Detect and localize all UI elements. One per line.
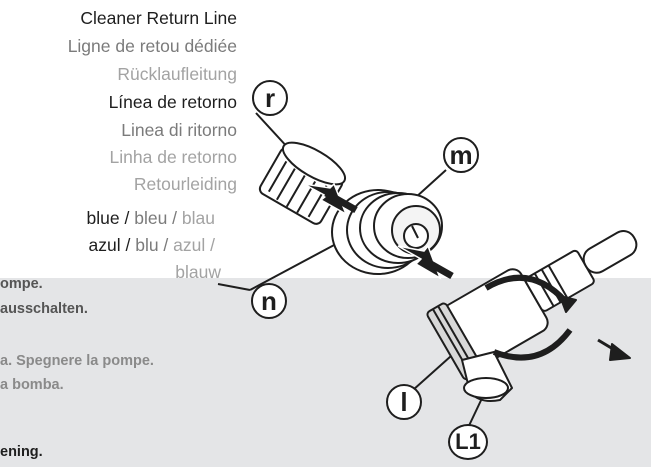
leader-n (249, 243, 337, 291)
instruction-fragment-4: a bomba. (0, 377, 64, 393)
arrow-to-fitting (397, 244, 442, 280)
label-nl: Retourleiding (133, 174, 237, 194)
callout-m: m (443, 137, 479, 173)
instruction-fragment-5: ening. (0, 444, 43, 460)
color-label-line1: blue / bleu / blau (86, 208, 215, 228)
elbow-base (461, 351, 513, 402)
label-fr: Ligne de retou dédiée (67, 36, 237, 56)
callout-n: n (251, 283, 287, 319)
label-en: Cleaner Return Line (80, 8, 237, 28)
color-label-line3: blauw (175, 262, 221, 282)
color-label-line2: azul / blu / azul / (88, 235, 215, 255)
instruction-fragment-2: ausschalten. (0, 301, 88, 317)
label-es: Línea de retorno (108, 92, 237, 112)
callout-L1: L1 (448, 424, 488, 460)
label-it: Linea di ritorno (121, 120, 237, 140)
label-de: Rücklaufleitung (117, 64, 237, 84)
callout-l: l (386, 384, 422, 420)
instruction-fragment-3: a. Spegnere la pompe. (0, 353, 154, 369)
instruction-fragment-1: ompe. (0, 276, 43, 292)
label-pt: Linha de retorno (109, 147, 237, 167)
callout-r: r (252, 80, 288, 116)
leader-n-tail (217, 283, 251, 291)
